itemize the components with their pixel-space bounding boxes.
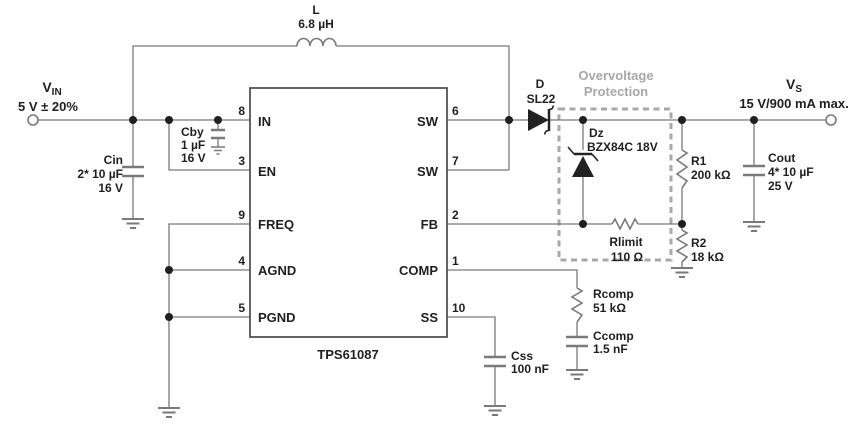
pin-label-pgnd: PGND <box>258 310 296 325</box>
r2-value: 18 kΩ <box>691 250 724 264</box>
pin-number-pgnd: 5 <box>238 301 245 315</box>
cby-ref: Cby <box>181 125 204 139</box>
ground-symbols <box>122 146 765 418</box>
inductor-value: 6.8 µH <box>298 17 334 31</box>
ic-body <box>249 87 448 338</box>
wires <box>38 45 826 408</box>
ccomp-symbol <box>566 335 588 348</box>
ic-pin-labels: IN EN FREQ AGND PGND SW SW FB COMP SS <box>258 114 439 325</box>
cout-ref: Cout <box>768 151 795 165</box>
css-value: 100 nF <box>511 362 549 376</box>
cin-symbol <box>122 165 144 178</box>
rcomp-symbol <box>570 287 584 323</box>
pin-label-sw2: SW <box>417 164 439 179</box>
zener-ref: Dz <box>589 126 604 140</box>
pin-label-ss: SS <box>421 310 439 325</box>
r2-ref: R2 <box>691 236 707 250</box>
rcomp-ref: Rcomp <box>593 287 634 301</box>
pin-number-comp: 1 <box>452 254 459 268</box>
rcomp-value: 51 kΩ <box>593 301 626 315</box>
cby-symbol <box>211 128 225 140</box>
rlimit-ref: Rlimit <box>609 235 642 249</box>
inductor-ref: L <box>312 3 319 17</box>
pin-label-fb: FB <box>421 217 438 232</box>
vin-label: VIN <box>42 79 61 98</box>
cin-rating: 16 V <box>98 181 123 195</box>
rlimit-symbol <box>611 217 639 231</box>
r2-symbol <box>675 229 689 263</box>
r1-symbol <box>675 149 689 189</box>
overvoltage-protection-box <box>557 107 673 262</box>
vs-spec: 15 V/900 mA max. <box>739 96 848 111</box>
pin-number-fb: 2 <box>452 208 459 222</box>
r1-value: 200 kΩ <box>691 168 731 182</box>
rlimit-value: 110 Ω <box>611 250 644 264</box>
inductor-symbol <box>296 37 337 47</box>
vin-spec: 5 V ± 20% <box>18 99 78 114</box>
pin-number-sw1: 6 <box>452 104 459 118</box>
vin-terminal <box>27 114 39 126</box>
pin-label-agnd: AGND <box>258 263 296 278</box>
cby-value: 1 µF <box>181 138 205 152</box>
diode-ref: D <box>536 77 545 91</box>
junction-dots <box>129 116 758 321</box>
pin-number-in: 8 <box>238 104 245 118</box>
pin-number-freq: 9 <box>238 208 245 222</box>
cout-rating: 25 V <box>768 179 793 193</box>
vs-label: VS <box>786 76 802 95</box>
css-symbol <box>484 355 506 368</box>
pin-label-freq: FREQ <box>258 217 294 232</box>
pin-label-sw1: SW <box>417 114 439 129</box>
zener-value: BZX84C 18V <box>587 140 658 154</box>
cby-rating: 16 V <box>181 151 206 165</box>
pin-label-en: EN <box>258 164 276 179</box>
cout-value: 4* 10 µF <box>768 165 814 179</box>
pin-number-agnd: 4 <box>238 254 245 268</box>
pin-label-comp: COMP <box>399 263 438 278</box>
protection-title-line1: Overvoltage <box>578 68 653 83</box>
ic-part-number: TPS61087 <box>317 347 378 362</box>
css-ref: Css <box>511 349 533 363</box>
vs-terminal <box>825 114 837 126</box>
protection-title-line2: Protection <box>584 84 648 99</box>
zener-symbol <box>567 146 599 177</box>
pin-number-ss: 10 <box>452 301 466 315</box>
cin-value: 2* 10 µF <box>77 167 123 181</box>
diode-value: SL22 <box>527 92 556 106</box>
pin-number-en: 3 <box>238 154 245 168</box>
ccomp-value: 1.5 nF <box>593 342 628 356</box>
ccomp-ref: Ccomp <box>593 329 634 343</box>
pin-number-sw2: 7 <box>452 154 459 168</box>
cout-symbol <box>743 164 765 177</box>
pin-label-in: IN <box>258 114 271 129</box>
cin-ref: Cin <box>104 153 123 167</box>
diode-symbol <box>528 105 554 135</box>
r1-ref: R1 <box>691 154 707 168</box>
ic-pin-numbers: 8 3 9 4 5 6 7 2 1 10 <box>238 104 465 315</box>
